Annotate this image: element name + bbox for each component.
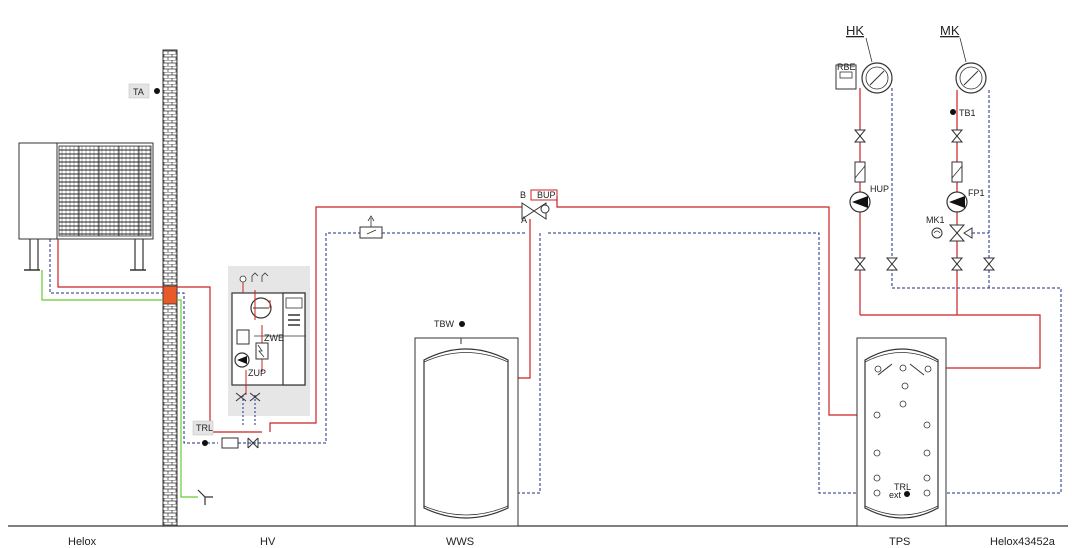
hp-condensate-pipe bbox=[41, 270, 163, 301]
trl-left-label: TRL bbox=[196, 423, 213, 433]
hk-return-pipe bbox=[891, 88, 1062, 494]
tb1-label: TB1 bbox=[959, 108, 976, 118]
tps-tank bbox=[856, 337, 947, 527]
tb1-sensor bbox=[950, 109, 956, 115]
hp-supply-pipe bbox=[57, 239, 163, 288]
bup-actuator bbox=[540, 204, 550, 214]
hk-return-valve-icon bbox=[885, 257, 899, 271]
hp-return-pipe bbox=[49, 239, 163, 294]
hk-valve-lower-icon bbox=[853, 257, 867, 271]
mk1-actuator bbox=[931, 227, 943, 239]
zup-label: ZUP bbox=[248, 368, 266, 378]
mk-return-pipe bbox=[967, 90, 990, 288]
hk-supply-pipe bbox=[859, 88, 1041, 369]
return-indoor bbox=[177, 292, 218, 444]
condensate-drain bbox=[197, 489, 213, 505]
trl-ext-label: TRL bbox=[894, 482, 911, 492]
trl-left-label-box bbox=[192, 420, 214, 436]
hup-label: HUP bbox=[870, 184, 889, 194]
ta-label-box bbox=[128, 83, 150, 99]
rbe-label: RBE bbox=[837, 62, 856, 72]
tbw-label: TBW bbox=[434, 319, 455, 329]
footer-wws: WWS bbox=[446, 536, 474, 548]
return-pipe-main bbox=[382, 232, 858, 494]
condensate-indoor bbox=[177, 299, 198, 498]
trl-left-sensor bbox=[202, 440, 208, 446]
wall-penetration bbox=[162, 285, 178, 305]
helox-heat-pump bbox=[18, 142, 154, 271]
ta-label: TA bbox=[133, 87, 144, 97]
drawing-id: Helox43452a bbox=[990, 536, 1056, 548]
bup-label: BUP bbox=[537, 190, 556, 200]
hv-filter bbox=[236, 329, 250, 345]
valve-b-label: B bbox=[520, 190, 526, 200]
ext-label: ext bbox=[889, 490, 902, 500]
mk-return-valve-icon bbox=[982, 257, 996, 271]
wws-return bbox=[508, 233, 541, 494]
valve-a-label: A bbox=[521, 215, 527, 225]
three-way-valve-icon bbox=[521, 202, 547, 220]
mk1-label: MK1 bbox=[926, 215, 945, 225]
return-pipe-to-buffer bbox=[238, 232, 360, 444]
supply-to-wws-coil bbox=[513, 219, 531, 379]
mk-valve-upper-icon bbox=[950, 129, 964, 143]
footer-hv: HV bbox=[260, 536, 276, 548]
mk-leader bbox=[959, 37, 967, 63]
mk-label: MK bbox=[940, 23, 960, 38]
hv-internal-return bbox=[242, 395, 256, 427]
supply-to-hv bbox=[177, 286, 262, 433]
mk-valve-lower-icon bbox=[950, 257, 964, 271]
ta-sensor bbox=[154, 88, 160, 94]
hv-module bbox=[228, 266, 310, 416]
fp1-label: FP1 bbox=[968, 188, 985, 198]
tbw-sensor bbox=[459, 321, 465, 327]
footer-tps: TPS bbox=[889, 536, 910, 548]
bup-valve-box bbox=[530, 189, 558, 201]
hk-valve-upper-icon bbox=[853, 129, 867, 143]
zwe-label: ZWE bbox=[264, 333, 284, 343]
hk-leader bbox=[865, 37, 873, 63]
wws-tank bbox=[414, 337, 519, 527]
footer-helox: Helox bbox=[68, 536, 97, 548]
supply-to-tps bbox=[556, 196, 875, 416]
hk-label: HK bbox=[846, 23, 864, 38]
return-filter bbox=[221, 437, 239, 449]
mk1-mixing-valve-icon bbox=[948, 224, 973, 242]
hv-valves-icon bbox=[235, 392, 261, 402]
supply-to-wws-valve bbox=[269, 206, 527, 432]
trl-ext-sensor bbox=[904, 491, 910, 497]
